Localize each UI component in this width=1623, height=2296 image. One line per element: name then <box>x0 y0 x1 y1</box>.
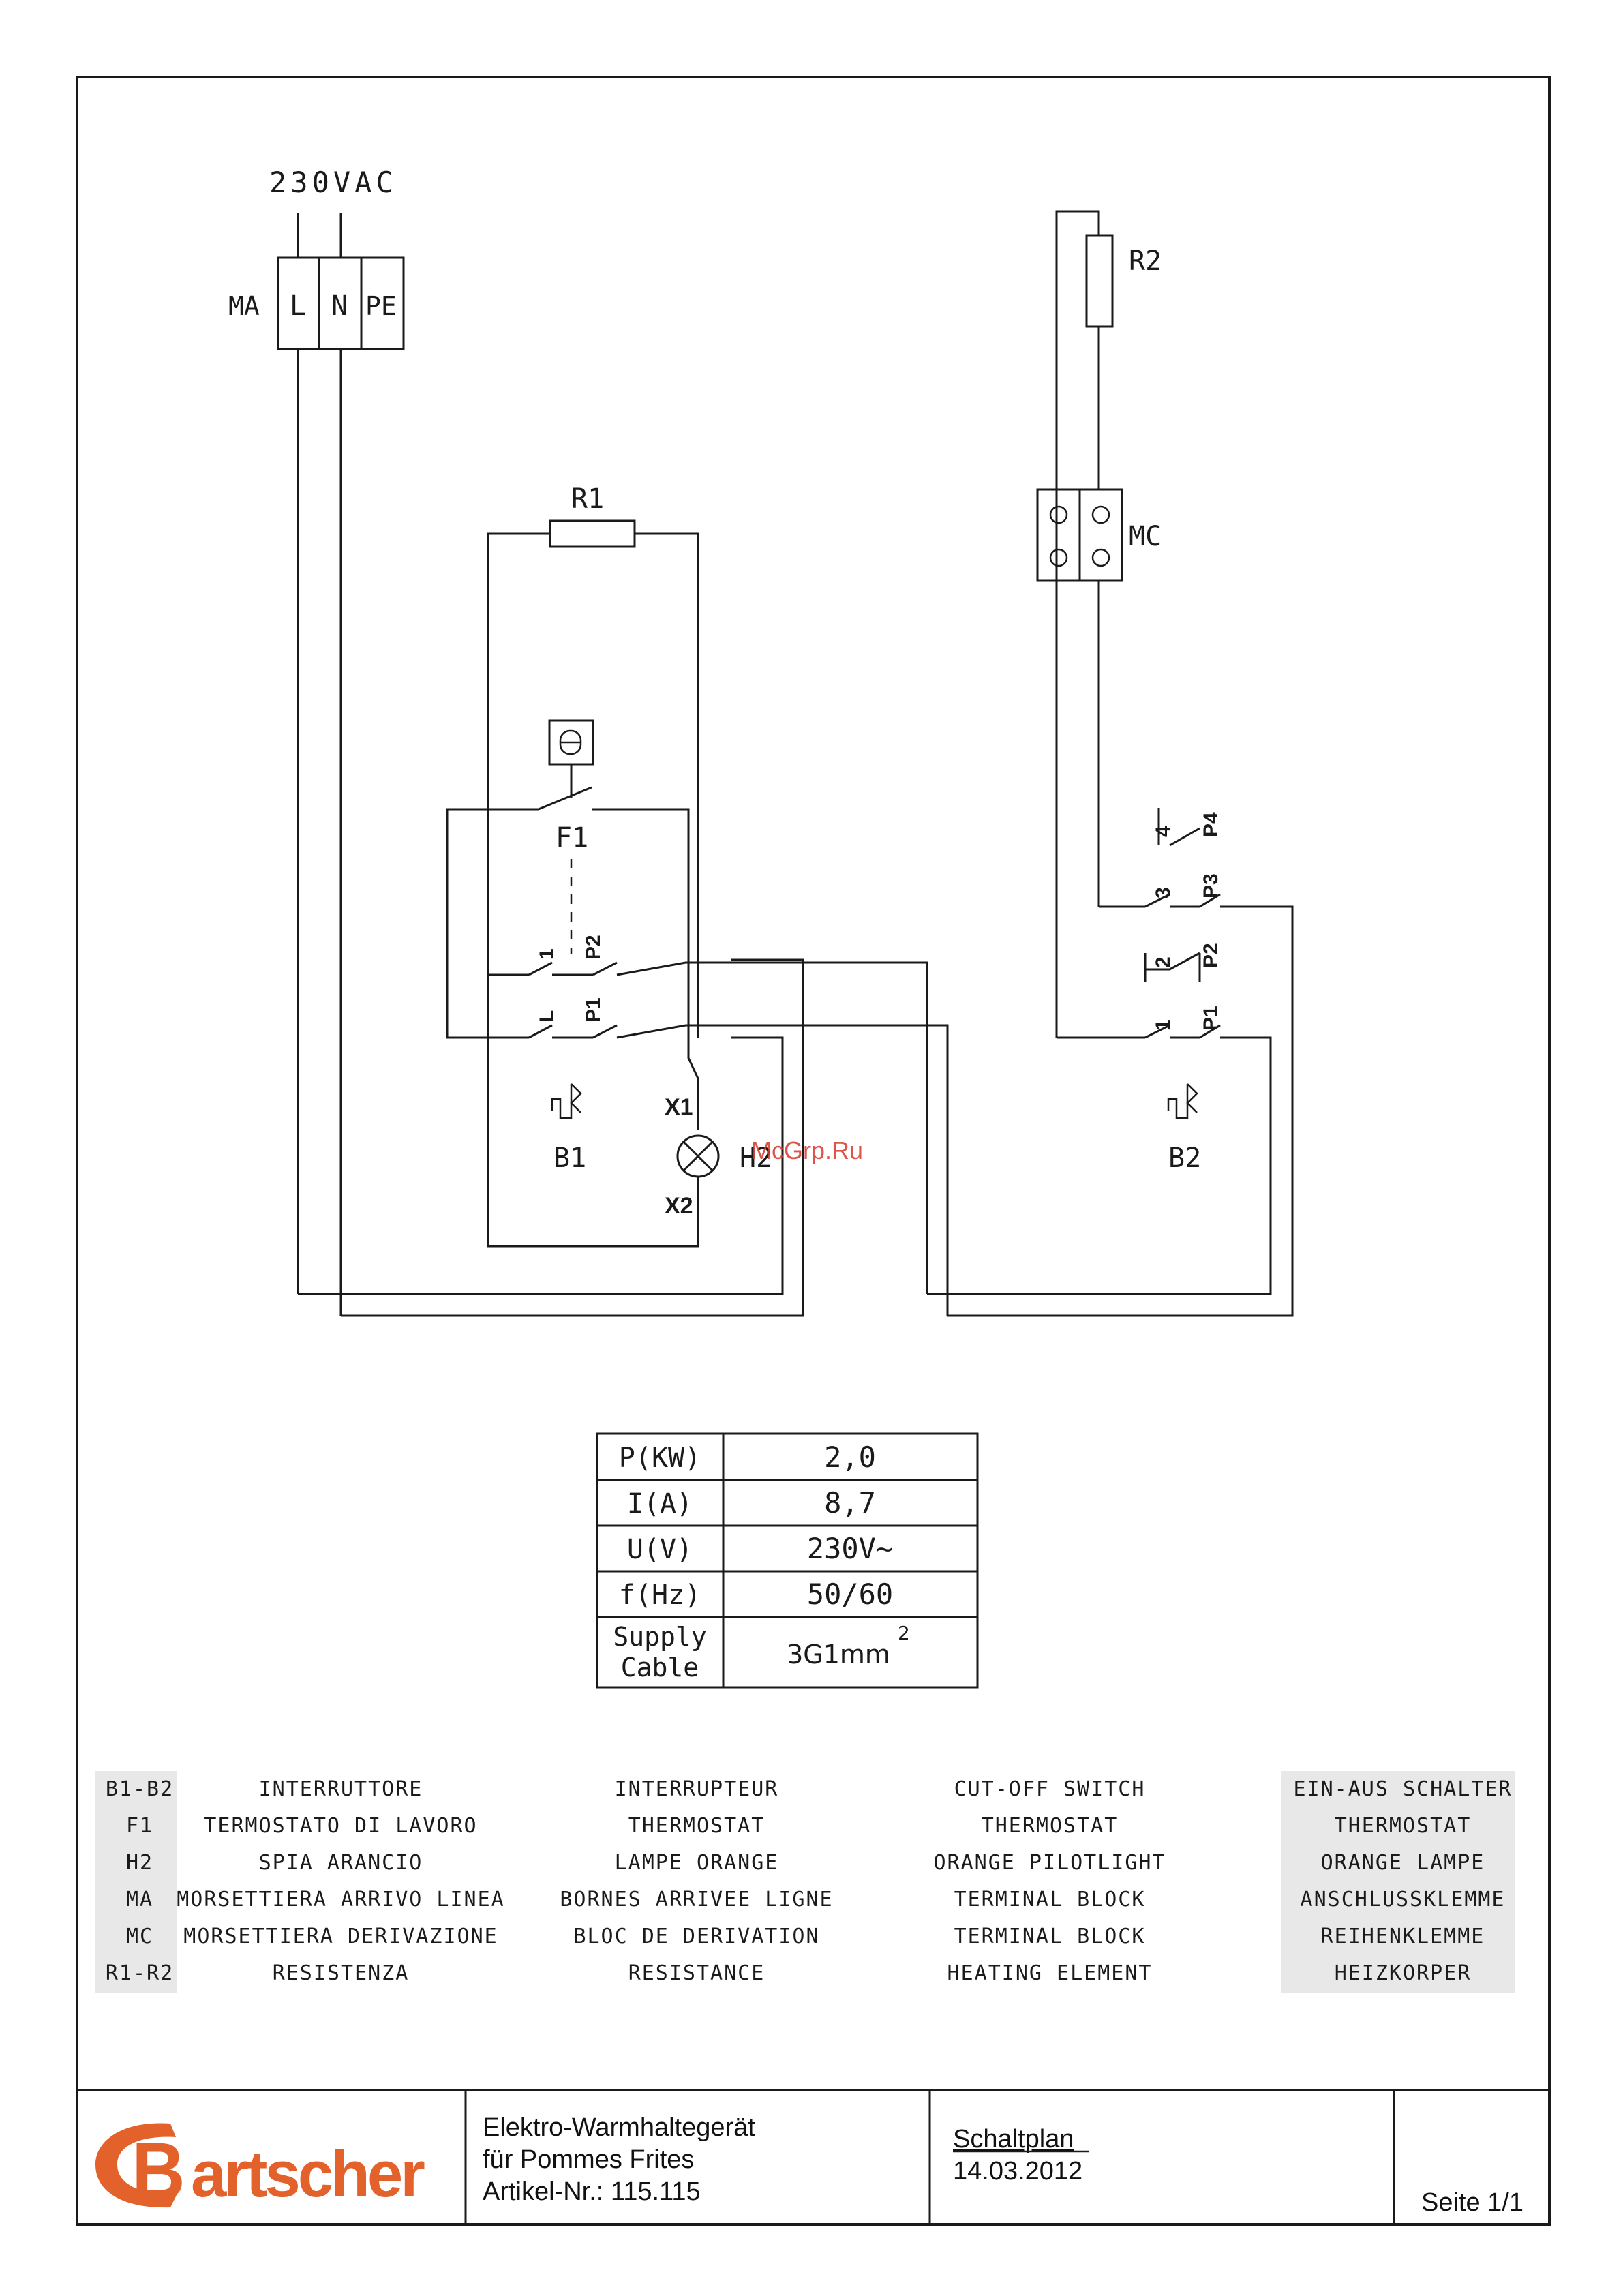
legend-en: TERMINAL BLOCK <box>954 1924 1146 1948</box>
ma-pin-n: N <box>331 290 348 322</box>
document-date: 14.03.2012 <box>953 2157 1082 2186</box>
legend-row: MA MORSETTIERA ARRIVO LINEA BORNES ARRIVEE… <box>126 1888 1506 1912</box>
bartscher-logo: B artscher <box>95 2123 427 2216</box>
spec-label-cable-line1: Supply <box>613 1622 706 1652</box>
svg-text:P2: P2 <box>1200 943 1222 968</box>
r2-resistor <box>1085 234 1114 328</box>
legend-de: THERMOSTAT <box>1335 1814 1472 1838</box>
b1-label: B1 <box>553 1143 586 1174</box>
b2-thermal-actuator-icon <box>1167 1084 1189 1119</box>
legend-de: REIHENKLEMME <box>1321 1924 1485 1948</box>
legend-code: MC <box>126 1924 153 1948</box>
supply-voltage-label: 230VAC <box>269 166 397 199</box>
svg-text:P3: P3 <box>1200 873 1222 898</box>
h2-label: H2 <box>740 1143 772 1174</box>
page-number: Seite 1/1 <box>1421 2188 1523 2217</box>
legend-fr: BORNES ARRIVEE LIGNE <box>560 1888 833 1912</box>
legend-en: CUT-OFF SWITCH <box>954 1777 1146 1801</box>
legend-code: MA <box>126 1888 153 1912</box>
legend-row: H2 SPIA ARANCIO LAMPE ORANGE ORANGE PILOTLI… <box>126 1851 1485 1875</box>
ma-pin-pe: PE <box>365 291 397 321</box>
spec-value-cable: 3G1mm <box>787 1640 890 1670</box>
legend-it: INTERRUTTORE <box>259 1777 423 1801</box>
b2-switch-labels: 4 P4 3 P3 2 P2 1 P1 <box>1152 812 1222 1031</box>
terminal-block-ma: L N PE <box>277 256 405 350</box>
legend-de: ANSCHLUSSKLEMME <box>1301 1888 1506 1912</box>
ma-pin-l: L <box>290 290 306 322</box>
legend-code: B1-B2 <box>106 1777 174 1801</box>
x2-label: X2 <box>665 1193 693 1219</box>
svg-text:1: 1 <box>536 948 558 960</box>
legend-it: MORSETTIERA DERIVAZIONE <box>183 1924 498 1948</box>
legend-fr: INTERRUPTEUR <box>615 1777 779 1801</box>
r1-label: R1 <box>571 483 604 515</box>
legend-row: F1 TERMOSTATO DI LAVORO THERMOSTAT THERMOST… <box>126 1814 1472 1838</box>
legend-row: B1-B2 INTERRUTTORE INTERRUPTEUR CUT-OFF SWI… <box>106 1777 1513 1801</box>
legend-en: HEATING ELEMENT <box>947 1961 1153 1985</box>
legend-de: HEIZKORPER <box>1335 1961 1472 1985</box>
legend-fr: THERMOSTAT <box>628 1814 765 1838</box>
r2-label: R2 <box>1129 245 1162 277</box>
spec-label-cable-line2: Cable <box>621 1652 699 1682</box>
svg-text:L: L <box>536 1010 558 1023</box>
product-name-line2: für Pommes Frites <box>483 2145 694 2174</box>
f1-switch-contact <box>538 786 592 811</box>
b1-switch-labels: 1 P2 L P1 <box>536 935 605 1023</box>
legend-en: TERMINAL BLOCK <box>954 1888 1146 1912</box>
svg-text:3: 3 <box>1152 887 1174 898</box>
spec-value-power: 2,0 <box>824 1440 876 1474</box>
document-type: Schaltplan <box>953 2125 1074 2154</box>
title-block: B artscher Elektro-Warmhaltegerät für Po… <box>77 2089 1549 2224</box>
spec-value-frequency: 50/60 <box>807 1577 893 1611</box>
legend-fr: RESISTANCE <box>628 1961 765 1985</box>
legend-it: RESISTENZA <box>273 1961 410 1985</box>
legend-code: F1 <box>126 1814 153 1838</box>
spec-label-power: P(KW) <box>619 1442 701 1474</box>
product-name-line1: Elektro-Warmhaltegerät <box>483 2113 755 2142</box>
legend-en: ORANGE PILOTLIGHT <box>933 1851 1166 1875</box>
legend: B1-B2 INTERRUTTORE INTERRUPTEUR CUT-OFF SWI… <box>95 1771 1515 1993</box>
legend-it: TERMOSTATO DI LAVORO <box>204 1814 477 1838</box>
spec-value-voltage: 230V~ <box>807 1532 893 1565</box>
svg-text:1: 1 <box>1152 1019 1174 1031</box>
legend-de: ORANGE LAMPE <box>1321 1851 1485 1875</box>
legend-de: EIN-AUS SCHALTER <box>1294 1777 1513 1801</box>
svg-text:B: B <box>132 2126 182 2216</box>
legend-code: R1-R2 <box>106 1961 174 1985</box>
brand-wordmark: artscher <box>191 2138 425 2211</box>
legend-it: MORSETTIERA ARRIVO LINEA <box>177 1888 504 1912</box>
legend-fr: BLOC DE DERIVATION <box>573 1924 819 1948</box>
ma-label: MA <box>228 291 260 321</box>
spec-value-cable-superscript: 2 <box>898 1622 910 1644</box>
legend-fr: LAMPE ORANGE <box>615 1851 779 1875</box>
mc-label: MC <box>1129 521 1162 552</box>
spec-table: P(KW) 2,0 I(A) 8,7 U(V) 230V~ f(Hz) 50/6… <box>596 1432 979 1689</box>
watermark: McGrp.Ru <box>751 1136 863 1164</box>
terminal-block-mc <box>1036 488 1123 582</box>
svg-text:4: 4 <box>1152 826 1174 837</box>
sheet-frame <box>76 76 1551 2226</box>
f1-label: F1 <box>556 822 588 854</box>
product-article-number: Artikel-Nr.: 115.115 <box>483 2177 701 2206</box>
spec-label-current: I(A) <box>627 1488 693 1520</box>
svg-text:P1: P1 <box>1200 1006 1222 1031</box>
spec-label-voltage: U(V) <box>627 1534 693 1565</box>
legend-en: THERMOSTAT <box>982 1814 1119 1838</box>
r1-resistor <box>549 519 636 548</box>
svg-text:P1: P1 <box>582 997 605 1023</box>
b1-thermal-actuator-icon <box>551 1084 573 1119</box>
legend-row: R1-R2 RESISTENZA RESISTANCE HEATING ELEMENT… <box>106 1961 1472 1985</box>
legend-row: MC MORSETTIERA DERIVAZIONE BLOC DE DERIVAT… <box>126 1924 1485 1948</box>
b2-label: B2 <box>1168 1143 1201 1174</box>
spec-label-frequency: f(Hz) <box>619 1580 701 1611</box>
x1-label: X1 <box>665 1094 693 1120</box>
legend-code: H2 <box>126 1851 153 1875</box>
legend-it: SPIA ARANCIO <box>259 1851 423 1875</box>
spec-value-current: 8,7 <box>824 1486 876 1520</box>
svg-text:2: 2 <box>1152 956 1174 968</box>
svg-text:P4: P4 <box>1200 812 1222 837</box>
svg-text:P2: P2 <box>582 935 605 960</box>
